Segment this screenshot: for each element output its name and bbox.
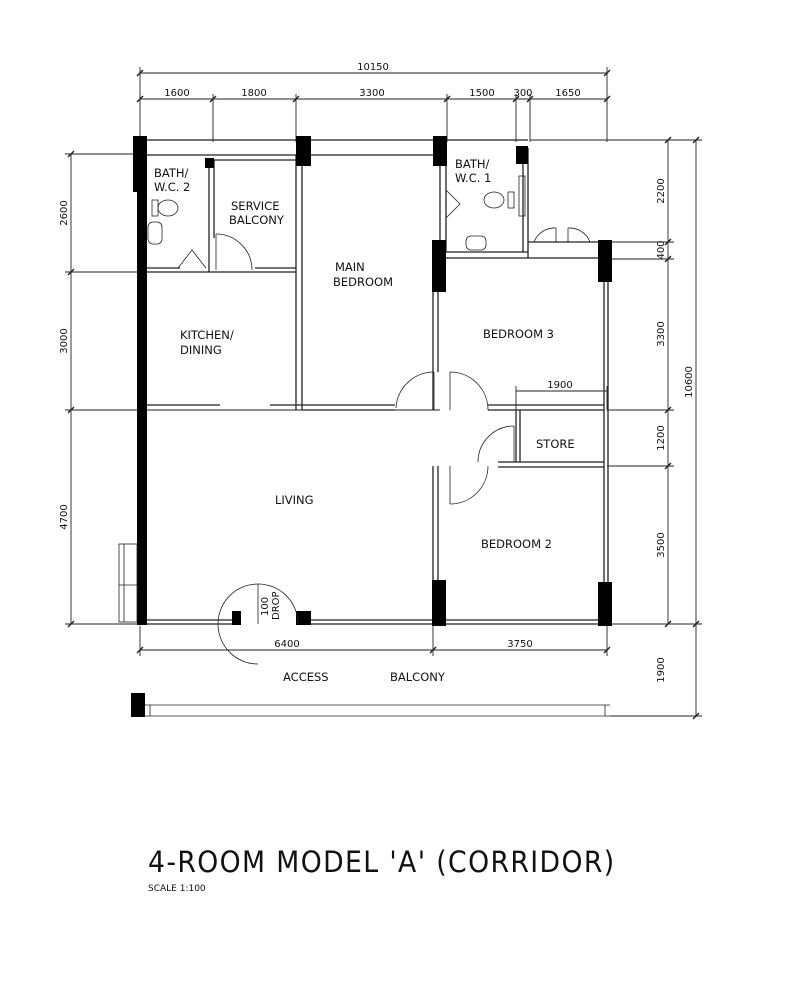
label-drop-line2: DROP xyxy=(271,591,282,620)
door-swings xyxy=(177,189,591,665)
drawing-title: 4-ROOM MODEL 'A' (CORRIDOR) xyxy=(148,845,616,879)
label-main-line2: BEDROOM xyxy=(333,275,393,289)
label-store: STORE xyxy=(536,437,575,451)
dim-right-5: 3500 xyxy=(656,532,667,557)
label-service-line1: SERVICE xyxy=(231,199,279,213)
label-access: ACCESS xyxy=(283,670,329,684)
label-kitchen-line2: DINING xyxy=(180,343,222,357)
label-main-line1: MAIN xyxy=(335,260,365,274)
room-labels: BATH/ W.C. 2 SERVICE BALCONY MAIN BEDROO… xyxy=(154,157,575,684)
label-bath1-line1: BATH/ xyxy=(455,157,490,171)
dim-right-1: 2200 xyxy=(656,178,667,203)
label-service-line2: BALCONY xyxy=(229,213,285,227)
label-kitchen-line1: KITCHEN/ xyxy=(180,328,234,342)
label-bath2-line2: W.C. 2 xyxy=(154,180,190,194)
dim-top-6: 1650 xyxy=(555,88,580,99)
walls xyxy=(137,138,609,625)
dim-top-5: 300 xyxy=(513,88,532,99)
dimension-labels: 10150 1600 1800 3300 1500 300 1650 2600 … xyxy=(59,62,695,683)
sanitary-fixtures xyxy=(147,175,526,251)
dim-right-4: 1200 xyxy=(656,425,667,450)
dim-top-4: 1500 xyxy=(469,88,494,99)
dim-bottom-1: 6400 xyxy=(274,639,299,650)
label-balcony: BALCONY xyxy=(390,670,446,684)
label-living: LIVING xyxy=(275,493,314,507)
dim-overall-depth: 10600 xyxy=(684,366,695,398)
dim-right-2: 400 xyxy=(656,240,667,259)
dim-top-1: 1600 xyxy=(164,88,189,99)
dim-bottom-2: 3750 xyxy=(507,639,532,650)
drawing-scale: SCALE 1:100 xyxy=(148,884,206,894)
structural-columns xyxy=(131,136,612,717)
label-bath2-line1: BATH/ xyxy=(154,166,189,180)
dim-overall-width: 10150 xyxy=(357,62,389,73)
bay-window xyxy=(118,543,138,623)
corridor-edge xyxy=(145,704,610,717)
dim-corridor-depth: 1900 xyxy=(656,657,667,682)
label-bath1-line2: W.C. 1 xyxy=(455,171,491,185)
dim-store-width: 1900 xyxy=(547,380,572,391)
dim-right-3: 3300 xyxy=(656,321,667,346)
label-bedroom2: BEDROOM 2 xyxy=(481,537,552,551)
dimension-ticks xyxy=(67,69,700,720)
dim-left-1: 2600 xyxy=(59,200,70,225)
dim-left-3: 4700 xyxy=(59,504,70,529)
dim-top-2: 1800 xyxy=(241,88,266,99)
dim-top-3: 3300 xyxy=(359,88,384,99)
label-drop-line1: 100 xyxy=(260,597,271,616)
dim-left-2: 3000 xyxy=(59,328,70,353)
label-bedroom3: BEDROOM 3 xyxy=(483,327,554,341)
